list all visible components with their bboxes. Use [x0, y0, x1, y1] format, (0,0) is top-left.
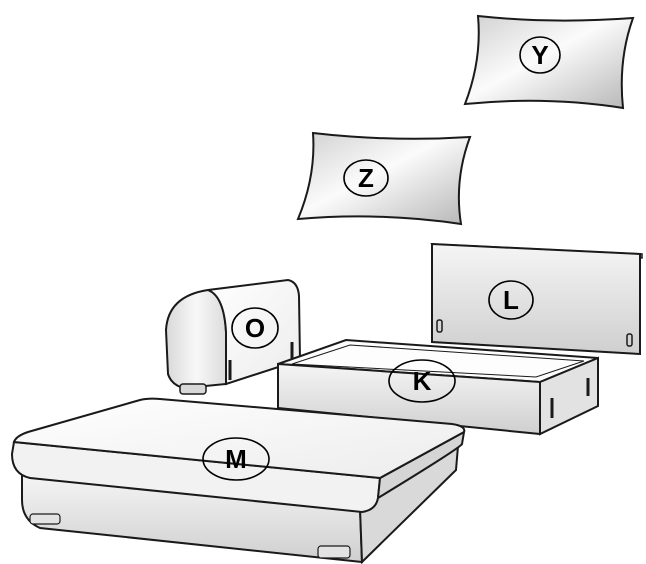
- back-panel-l-label-ring: [488, 280, 534, 320]
- tray-frame-k-side: [539, 356, 599, 436]
- mattress-base-m-cushion-side: [376, 430, 466, 500]
- pillow-y-label-ring: [519, 36, 561, 74]
- back-panel-l-face: [431, 242, 641, 356]
- tray-frame-k-inner: [291, 344, 585, 378]
- back-panel-l-slot-left: [436, 319, 443, 333]
- pillow-z-label-ring: [343, 159, 389, 197]
- pillow-y-body: [463, 14, 635, 110]
- side-bolster-o-front: [164, 288, 227, 390]
- pillow-y-label: Y: [531, 40, 548, 70]
- back-panel-l-label: L: [503, 285, 519, 315]
- pillow-z-body: [296, 131, 472, 226]
- side-bolster-o-foot: [179, 383, 207, 395]
- mattress-base-m-foot-left: [29, 513, 61, 525]
- mattress-base-m-lower: [21, 472, 364, 564]
- pillow-z-label: Z: [358, 163, 374, 193]
- mattress-base-m-foot-right: [317, 545, 351, 559]
- tray-frame-k-label: K: [413, 366, 432, 396]
- mattress-base-m-label-ring: [202, 437, 270, 481]
- side-bolster-o-label-ring: [231, 307, 279, 349]
- back-panel-l: L: [430, 242, 643, 356]
- pillow-z: Z: [296, 131, 472, 226]
- tray-frame-k-label-ring: [388, 359, 456, 403]
- pillow-y: Y: [463, 14, 635, 110]
- back-panel-l-slot-right: [626, 333, 633, 347]
- tray-frame-k: K: [277, 338, 599, 436]
- side-bolster-o-label: O: [245, 313, 265, 343]
- mattress-base-m-label: M: [225, 444, 247, 474]
- mattress-base-m: M: [10, 397, 466, 564]
